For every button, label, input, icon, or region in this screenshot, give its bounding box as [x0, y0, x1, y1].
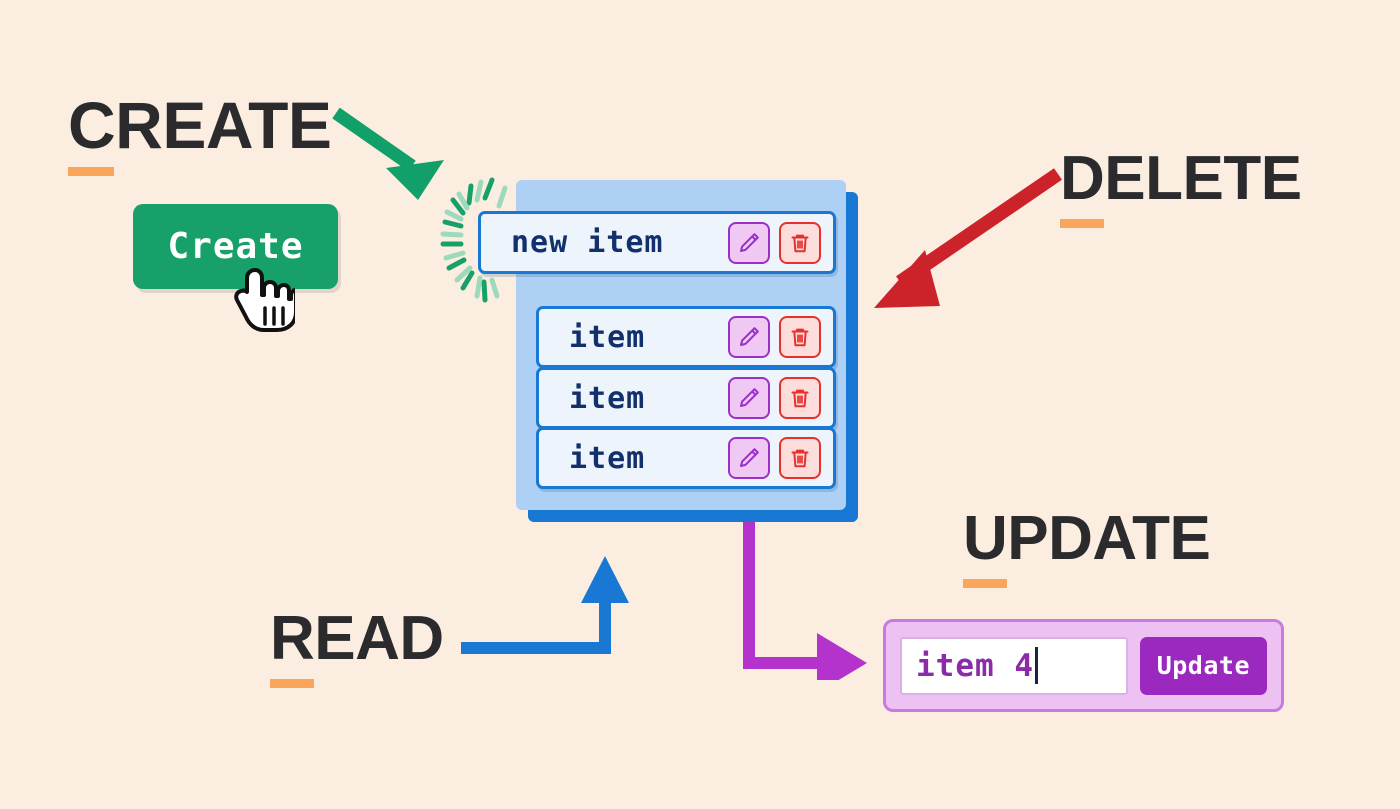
delete-item-button[interactable]	[779, 316, 821, 358]
heading-create-underline	[68, 167, 114, 176]
trash-icon	[791, 328, 809, 347]
update-button[interactable]: Update	[1139, 636, 1267, 695]
delete-item-button[interactable]	[779, 437, 821, 479]
heading-read-text: READ	[270, 604, 444, 673]
read-arrow-icon	[461, 556, 629, 654]
trash-icon	[791, 389, 809, 408]
edit-item-button[interactable]	[728, 316, 770, 358]
list-item[interactable]: item	[536, 367, 836, 429]
heading-delete: DELETE	[1060, 148, 1302, 228]
heading-read-underline	[270, 679, 314, 688]
edit-item-button[interactable]	[728, 377, 770, 419]
list-item-label: item	[569, 380, 646, 416]
heading-read: READ	[270, 608, 444, 688]
update-panel: item 4 Update	[883, 619, 1284, 712]
pencil-icon	[740, 232, 759, 252]
heading-update-text: UPDATE	[963, 504, 1211, 573]
pencil-icon	[740, 448, 759, 467]
list-item[interactable]: new item	[478, 211, 836, 274]
delete-item-button[interactable]	[779, 221, 821, 264]
row-actions	[728, 221, 821, 264]
row-actions	[728, 316, 821, 358]
row-actions	[728, 437, 821, 479]
create-button[interactable]: Create	[133, 204, 338, 289]
heading-create-text: CREATE	[68, 88, 332, 162]
trash-icon	[791, 234, 809, 252]
list-item[interactable]: item	[536, 427, 836, 489]
delete-item-button[interactable]	[779, 377, 821, 419]
update-input-value: item 4	[916, 647, 1034, 684]
pencil-icon	[740, 327, 759, 346]
heading-update-underline	[963, 579, 1007, 588]
text-caret	[1034, 647, 1038, 684]
edit-item-button[interactable]	[728, 437, 770, 479]
heading-update: UPDATE	[963, 504, 1211, 588]
heading-delete-text: DELETE	[1060, 144, 1302, 213]
list-item[interactable]: item	[536, 306, 836, 368]
heading-delete-underline	[1060, 219, 1104, 228]
trash-icon	[791, 449, 809, 468]
create-arrow-icon	[332, 107, 444, 200]
heading-create: CREATE	[68, 88, 332, 176]
list-item-label: item	[569, 440, 646, 476]
list-item-label: item	[569, 319, 646, 355]
pencil-icon	[740, 388, 759, 407]
delete-arrow-icon	[874, 168, 1062, 308]
update-input[interactable]: item 4	[900, 636, 1128, 695]
row-actions	[728, 377, 821, 419]
list-item-label: new item	[511, 225, 664, 260]
edit-item-button[interactable]	[728, 221, 770, 264]
